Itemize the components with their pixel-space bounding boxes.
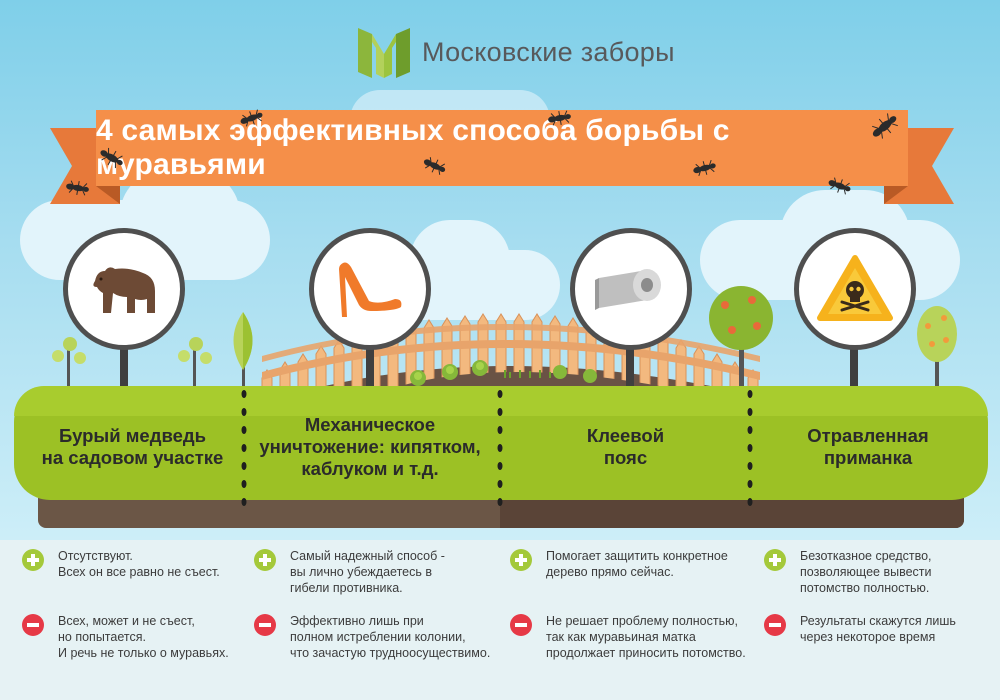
method-4-label: Отравленная приманка: [807, 425, 929, 468]
plus-icon: [254, 549, 276, 571]
ribbon-banner: 4 самых эффективных способа борьбы с мур…: [96, 110, 908, 186]
method-2-circle: [309, 228, 431, 350]
con-text: Результаты скажутся лишь через некоторое…: [800, 614, 956, 644]
high-heel-shoe-icon: [339, 262, 402, 317]
minus-icon: [22, 614, 44, 636]
pro-text: Самый надежный способ - вы лично убеждае…: [290, 549, 445, 595]
con-text: Эффективно лишь при полном истреблении к…: [290, 614, 491, 660]
poison-warning-icon: [817, 255, 893, 321]
brand-logo: Московские заборы: [356, 24, 675, 80]
method-1-con: Всех, может и не съест, но попытается. И…: [22, 613, 252, 661]
method-1-circle: [63, 228, 185, 350]
method-3-con: Не решает проблему полностью, так как му…: [510, 613, 760, 661]
plus-icon: [22, 549, 44, 571]
brand-name: Московские заборы: [422, 36, 675, 67]
ants-decoration: [66, 109, 898, 196]
method-4-con: Результаты скажутся лишь через некоторое…: [764, 613, 994, 645]
minus-icon: [764, 614, 786, 636]
pro-text: Отсутствуют. Всех он все равно не съест.: [58, 549, 220, 579]
ant-separator: [241, 390, 247, 506]
pro-text: Безотказное средство, позволяющее вывест…: [800, 549, 932, 595]
method-3-label: Клеевой пояс: [586, 425, 665, 468]
plus-icon: [764, 549, 786, 571]
minus-icon: [254, 614, 276, 636]
method-2-label: Механическое уничтожение: кипятком, кабл…: [259, 414, 481, 479]
method-2-con: Эффективно лишь при полном истреблении к…: [254, 613, 504, 661]
title-ribbon: 4 самых эффективных способа борьбы с мур…: [50, 106, 954, 206]
ant-separator: [747, 390, 753, 506]
ant-separator: [497, 390, 503, 506]
method-2-pro: Самый надежный способ - вы лично убеждае…: [254, 548, 494, 596]
method-4-circle: [794, 228, 916, 350]
method-4-pro: Безотказное средство, позволяющее вывест…: [764, 548, 994, 596]
tape-roll-icon: [595, 269, 661, 310]
band-shadow: [500, 498, 964, 528]
bear-icon: [93, 267, 155, 313]
logo-mark-icon: [358, 28, 410, 78]
minus-icon: [510, 614, 532, 636]
method-3-circle: [570, 228, 692, 350]
pro-text: Помогает защитить конкретное дерево прям…: [546, 549, 728, 579]
con-text: Всех, может и не съест, но попытается. И…: [58, 614, 229, 660]
con-text: Не решает проблему полностью, так как му…: [546, 614, 746, 660]
method-3-pro: Помогает защитить конкретное дерево прям…: [510, 548, 760, 580]
infographic-title: 4 самых эффективных способа борьбы с мур…: [96, 114, 730, 181]
page-background: [0, 540, 1000, 700]
method-1-pro: Отсутствуют. Всех он все равно не съест.: [22, 548, 252, 580]
method-1-label: Бурый медведь на садовом участке: [41, 425, 224, 468]
plus-icon: [510, 549, 532, 571]
